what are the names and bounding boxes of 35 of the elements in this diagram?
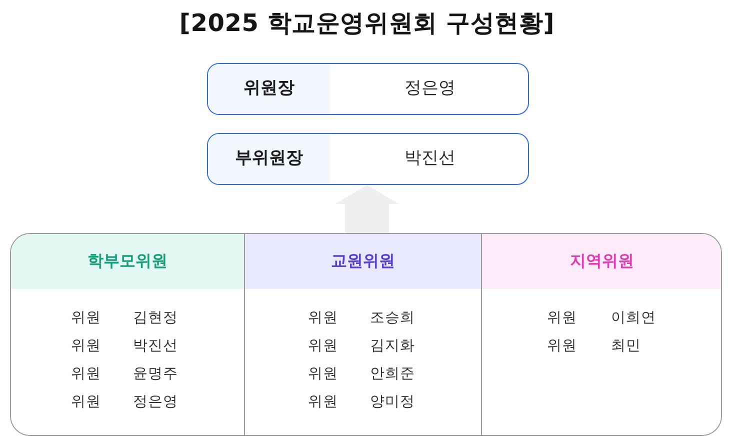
group-column: [244, 234, 481, 435]
person-name: 박진선: [404, 147, 456, 170]
member-name: 이희연: [611, 309, 656, 328]
group-column: [481, 234, 721, 435]
member-role: 위원: [71, 365, 101, 384]
member-name: 안희준: [370, 365, 415, 384]
member-name: 박진선: [133, 337, 178, 356]
group-panel: [10, 233, 722, 436]
header-cell: 위원장: [208, 64, 330, 114]
member-role: 위원: [308, 337, 338, 356]
member-role: 위원: [547, 337, 577, 356]
group-header: 지역위원: [482, 234, 721, 289]
member-role: 위원: [71, 309, 101, 328]
member-name: 윤명주: [133, 365, 178, 384]
member-role: 위원: [71, 337, 101, 356]
member-role: 위원: [308, 365, 338, 384]
member-name: 김현정: [133, 309, 178, 328]
member-name: 양미정: [370, 393, 415, 412]
member-role: 위원: [308, 309, 338, 328]
member-name: 최민: [611, 337, 641, 356]
role-box: [207, 63, 529, 115]
member-name: 정은영: [133, 393, 178, 412]
member-role: 위원: [308, 393, 338, 412]
arrow: [335, 185, 399, 233]
person-name: 정은영: [404, 77, 456, 100]
group-header: 학부모위원: [11, 234, 244, 289]
header-cell: 부위원장: [208, 134, 330, 184]
title: [2025 학교운영위원회 구성현황]: [179, 8, 555, 39]
member-name: 조승희: [370, 309, 415, 328]
role-box: [207, 133, 529, 185]
member-role: 위원: [547, 309, 577, 328]
group-header: 교원위원: [245, 234, 481, 289]
member-role: 위원: [71, 393, 101, 412]
member-name: 김지화: [370, 337, 415, 356]
group-column: [11, 234, 244, 435]
